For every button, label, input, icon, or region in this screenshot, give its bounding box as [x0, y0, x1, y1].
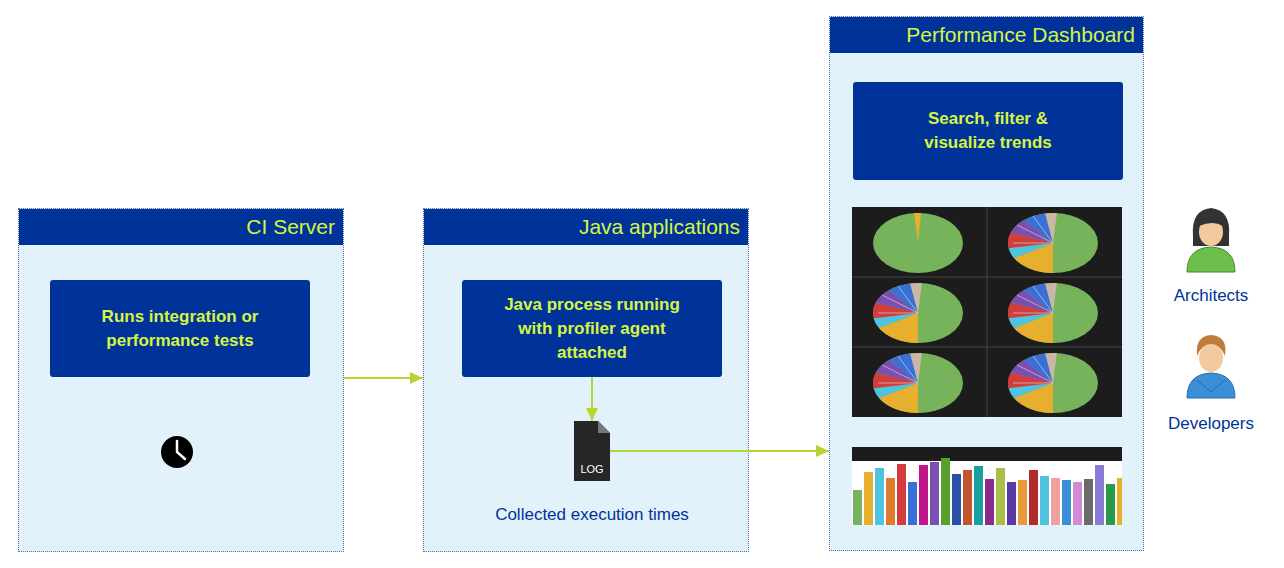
flow-arrow [610, 450, 829, 452]
panel-title: Java applications [579, 209, 748, 245]
ci-server-panel: CI ServerRuns integration or performance… [18, 208, 344, 552]
process-box: Java process running with profiler agent… [462, 280, 722, 377]
file-type: LOG [580, 463, 603, 475]
log-file-icon: LOGCollected execution times [574, 421, 610, 481]
role-label: Developers [1168, 414, 1254, 433]
caption-holder: Collected execution times [462, 504, 722, 526]
flow-arrow [591, 377, 593, 421]
box-label: Java process running with profiler agent… [492, 293, 692, 365]
role-label: Architects [1174, 286, 1249, 305]
process-box: Search, filter & visualize trends [853, 82, 1123, 180]
panel-title: CI Server [246, 209, 343, 245]
header-band: Performance Dashboard [830, 17, 1143, 53]
clock-icon [161, 436, 193, 468]
process-box: Runs integration or performance tests [50, 280, 310, 377]
box-label: Search, filter & visualize trends [898, 107, 1078, 155]
box-label: Runs integration or performance tests [95, 305, 265, 353]
panel-title: Performance Dashboard [906, 17, 1143, 53]
architect-icon [1187, 208, 1235, 272]
file-caption: Collected execution times [495, 505, 689, 524]
developer-icon [1187, 335, 1235, 398]
label-holder: Architects [1141, 285, 1281, 307]
header-band: CI Server [19, 209, 343, 245]
header-band: Java applications [424, 209, 748, 245]
label-holder: Developers [1141, 413, 1281, 435]
bar-chart [852, 447, 1122, 525]
java-apps-panel: Java applicationsJava process running wi… [423, 208, 749, 552]
pie-chart-panel [852, 207, 1122, 417]
flow-arrow [344, 377, 423, 379]
